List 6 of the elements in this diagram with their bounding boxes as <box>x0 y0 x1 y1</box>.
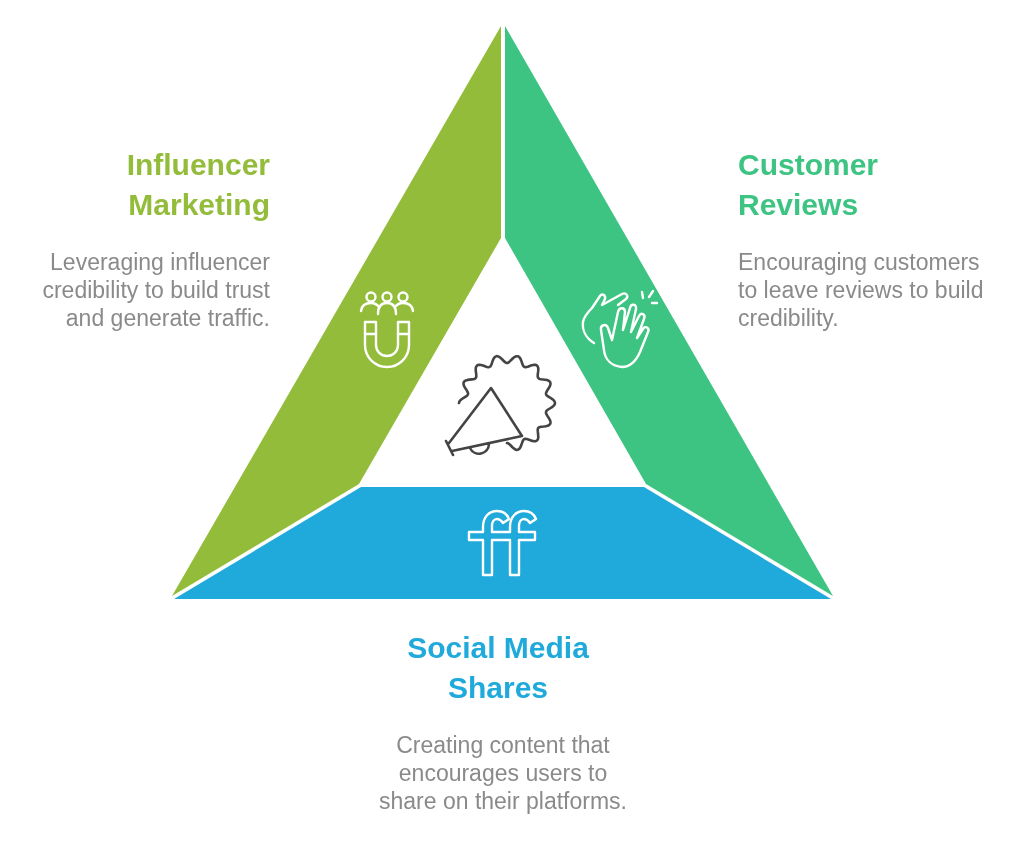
segment-description: Encouraging customers to leave reviews to build credibility. <box>738 248 985 332</box>
segment-description: Leveraging influencer credibility to build trust and generate traffic. <box>41 248 270 332</box>
segment-heading: Customer Reviews <box>738 147 880 223</box>
segment-heading: Social Media Shares <box>406 630 590 706</box>
segment-description: Creating content that encourages users to share on their platforms. <box>378 731 628 815</box>
segment-heading: Influencer Marketing <box>125 147 270 223</box>
